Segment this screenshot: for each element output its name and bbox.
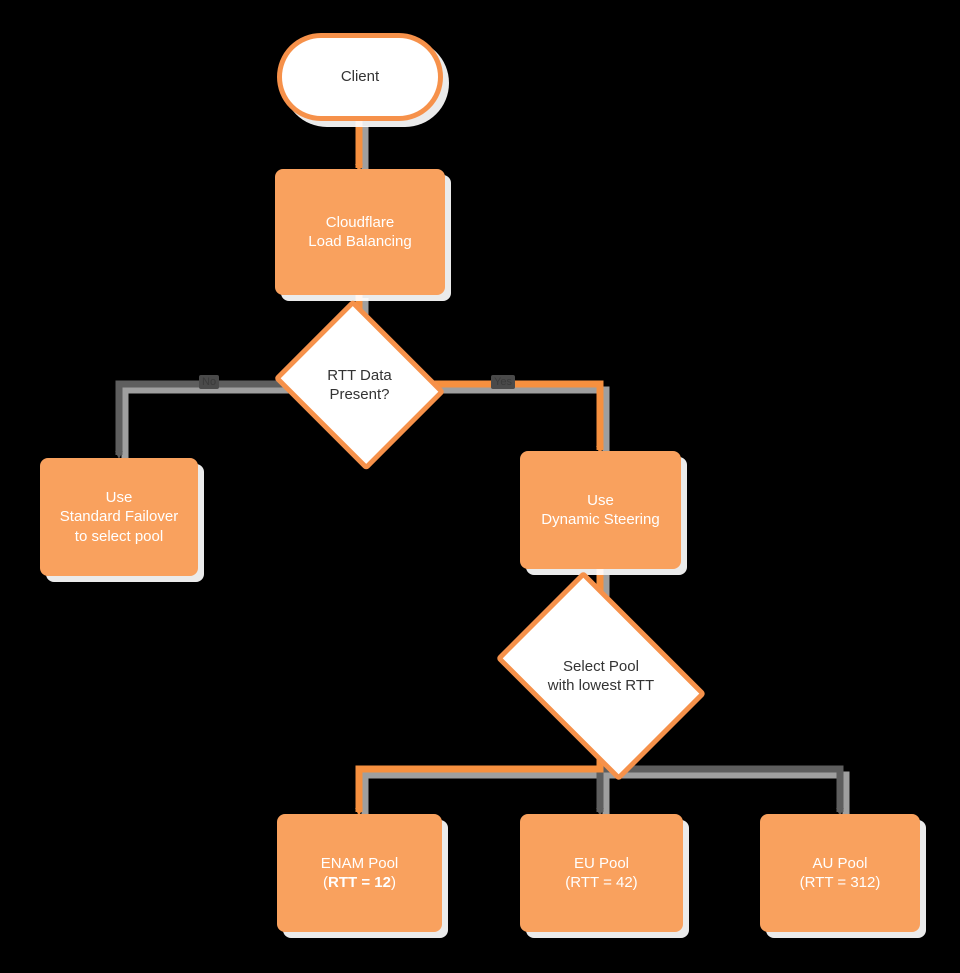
node-enam-pool-rtt-value: RTT = 12 [328,874,391,891]
node-client-label: Client [340,68,380,86]
node-rtt-decision-line2: Present? [329,386,390,403]
edge-select-to-au [600,765,844,816]
node-enam-pool-rtt: (RTT = 12) [323,874,396,891]
node-enam-pool-rtt-prefix: ( [323,874,329,891]
node-au-pool[interactable]: AU Pool (RTT = 312) [760,814,920,932]
node-standard-failover-label: Use Standard Failover to select pool [59,488,179,545]
node-au-pool-line2: (RTT = 312) [799,874,881,891]
node-standard-failover[interactable]: Use Standard Failover to select pool [40,458,198,576]
node-select-pool[interactable]: Select Pool with lowest RTT [495,570,707,782]
node-au-pool-label: AU Pool (RTT = 312) [800,854,881,893]
node-rtt-decision-label: RTT Data Present? [327,366,391,405]
edge-rtt-yes [434,380,604,454]
node-rtt-decision[interactable]: RTT Data Present? [273,299,446,471]
node-eu-pool-line2: (RTT = 42) [565,874,638,891]
node-au-pool-line1: AU Pool [812,854,868,872]
edge-rtt-no [115,380,286,459]
node-load-balancing[interactable]: Cloudflare Load Balancing [275,169,445,295]
node-eu-pool[interactable]: EU Pool (RTT = 42) [520,814,683,932]
node-enam-pool-rtt-suffix: ) [390,874,396,891]
node-select-pool-line1: Select Pool [563,657,639,675]
edge-label-no: No [199,375,220,390]
node-rtt-decision-line1: RTT Data [327,366,392,384]
node-client[interactable]: Client [277,33,443,121]
node-load-balancing-label: Cloudflare Load Balancing [308,213,412,251]
node-enam-pool-label: ENAM Pool (RTT = 12) [321,854,399,893]
edge-label-yes: Yes [491,375,515,390]
node-enam-pool[interactable]: ENAM Pool (RTT = 12) [277,814,442,932]
node-enam-pool-line1: ENAM Pool [320,854,399,872]
node-dynamic-steering-label: Use Dynamic Steering [541,491,660,529]
node-dynamic-steering[interactable]: Use Dynamic Steering [520,451,681,569]
node-select-pool-line2: with lowest RTT [547,677,655,694]
node-eu-pool-line1: EU Pool [573,854,629,872]
node-eu-pool-label: EU Pool (RTT = 42) [565,854,637,893]
node-select-pool-label: Select Pool with lowest RTT [548,657,654,696]
